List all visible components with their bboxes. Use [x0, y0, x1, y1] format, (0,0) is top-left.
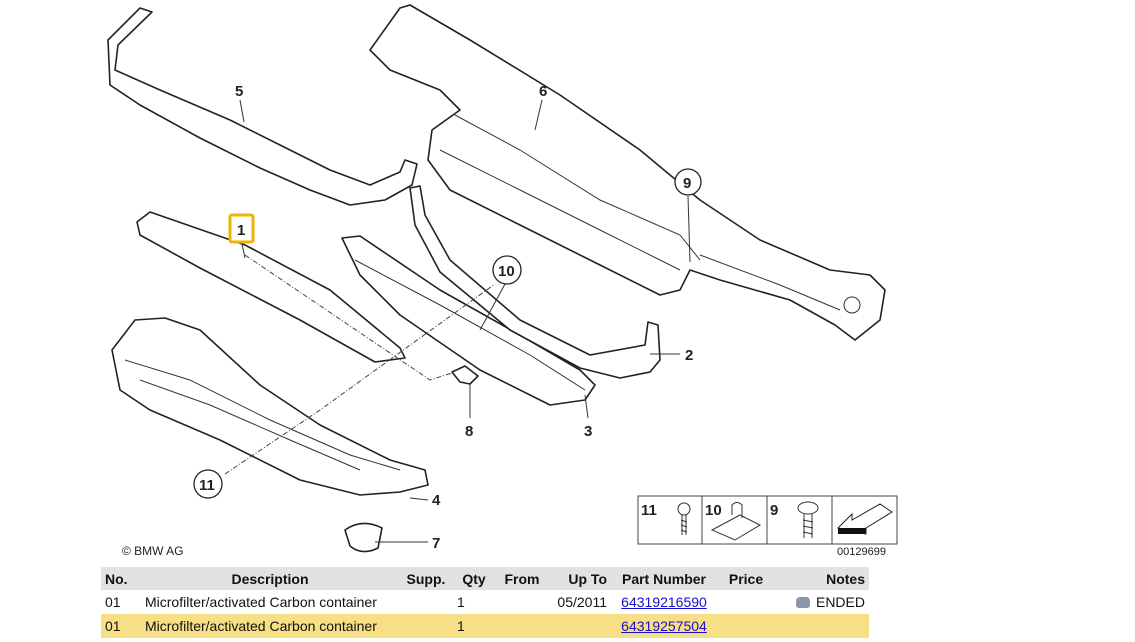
- row-from: [495, 590, 549, 614]
- row-qty: 1: [453, 614, 495, 638]
- col-no: No.: [101, 567, 141, 590]
- col-supp: Supp.: [399, 567, 453, 590]
- col-up-to: Up To: [549, 567, 611, 590]
- parts-table: No. Description Supp. Qty From Up To Par…: [101, 567, 869, 638]
- part-number-link[interactable]: 64319216590: [621, 594, 707, 610]
- callout-5[interactable]: 5: [235, 83, 243, 100]
- col-qty: Qty: [453, 567, 495, 590]
- row-no: 01: [101, 614, 141, 638]
- callout-10[interactable]: 10: [498, 263, 515, 280]
- svg-text:10: 10: [705, 502, 722, 519]
- image-number: 00129699: [837, 546, 886, 558]
- row-price: [717, 614, 775, 638]
- callout-2[interactable]: 2: [685, 347, 693, 364]
- row-description: Microfilter/activated Carbon container: [141, 614, 399, 638]
- row-from: [495, 614, 549, 638]
- row-description: Microfilter/activated Carbon container: [145, 594, 377, 610]
- row-qty: 1: [457, 594, 465, 610]
- part-6-cowl[interactable]: [369, 4, 886, 341]
- part-number-link[interactable]: 64319257504: [621, 618, 707, 634]
- part-4-housing[interactable]: [111, 317, 429, 496]
- col-price: Price: [717, 567, 775, 590]
- col-part-number: Part Number: [611, 567, 717, 590]
- callout-6[interactable]: 6: [539, 83, 547, 100]
- part-1-microfilter[interactable]: [136, 211, 406, 363]
- screw-icon: [677, 502, 691, 535]
- table-row[interactable]: 01 Microfilter/activated Carbon containe…: [101, 590, 869, 614]
- table-header: No. Description Supp. Qty From Up To Par…: [101, 567, 869, 590]
- part-5-seal[interactable]: [107, 7, 418, 206]
- direction-arrow-icon: [836, 503, 893, 535]
- part-2-seal[interactable]: [409, 185, 661, 379]
- svg-text:9: 9: [770, 502, 778, 519]
- callout-11[interactable]: 11: [199, 477, 215, 494]
- callout-8[interactable]: 8: [465, 423, 473, 440]
- row-supp: [399, 590, 453, 614]
- part-8-clip[interactable]: [451, 365, 479, 385]
- pan-head-screw-icon: [797, 501, 819, 538]
- table-row-selected[interactable]: 01 Microfilter/activated Carbon containe…: [101, 614, 869, 638]
- col-description: Description: [141, 567, 399, 590]
- part-7-grommet[interactable]: [344, 522, 383, 553]
- callout-1-highlight: [228, 213, 255, 244]
- callout-1[interactable]: 1: [237, 222, 245, 239]
- camera-icon[interactable]: [795, 597, 810, 608]
- row-up-to: [549, 614, 611, 638]
- col-notes: Notes: [775, 567, 869, 590]
- callout-7[interactable]: 7: [432, 535, 440, 552]
- parts-diagram: 5 6 9 1 10 2 8 3 11 4 7 © BMW AG 11 10 9…: [107, 4, 898, 558]
- callout-3[interactable]: 3: [584, 423, 592, 440]
- row-supp: [399, 614, 453, 638]
- fastener-legend: 11 10 9: [637, 495, 898, 545]
- svg-text:11: 11: [641, 502, 657, 519]
- row-price: [717, 590, 775, 614]
- row-notes: [775, 614, 869, 638]
- row-up-to: 05/2011: [557, 594, 607, 610]
- callout-9[interactable]: 9: [683, 175, 691, 192]
- row-notes: ENDED: [815, 594, 865, 610]
- callout-4[interactable]: 4: [432, 492, 441, 509]
- row-no: 01: [105, 594, 121, 610]
- clip-nut-icon: [710, 502, 762, 541]
- copyright: © BMW AG: [122, 544, 184, 558]
- col-from: From: [495, 567, 549, 590]
